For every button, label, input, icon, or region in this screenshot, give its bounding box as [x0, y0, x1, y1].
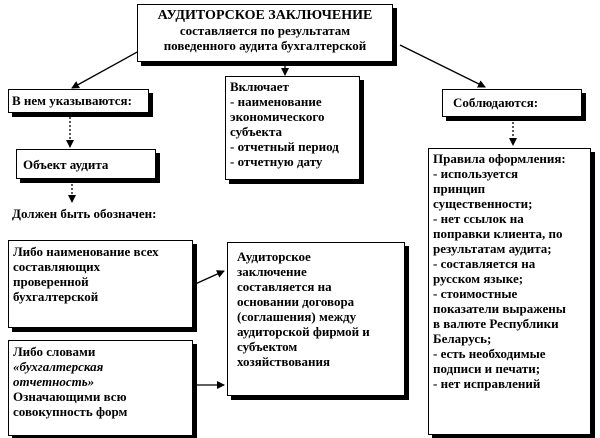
- rules-box: Правила оформления: - используется принц…: [428, 148, 591, 435]
- option-names-line: составляющих: [13, 259, 101, 274]
- option-names-box: Либо наименование всех составляющих пров…: [8, 240, 193, 328]
- rules-line: - есть необходимые: [433, 346, 546, 361]
- includes-line: - отчетный период: [230, 139, 339, 154]
- option-words-line: «бухгалтерская: [13, 359, 104, 374]
- option-names-line: бухгалтерской: [13, 289, 99, 304]
- connector-top-right: [399, 44, 486, 88]
- includes-line: экономического: [230, 109, 325, 124]
- rules-line: Беларусь;: [433, 331, 492, 346]
- option-names-line: проверенной: [13, 274, 89, 289]
- basis-line: основании договора: [237, 294, 355, 309]
- rules-line: - составляется на: [433, 256, 536, 271]
- rules-line: принцип: [433, 181, 486, 196]
- rules-line: - используется: [433, 166, 518, 181]
- includes-line: Включает: [230, 79, 289, 94]
- rules-line: - стоимостные: [433, 286, 518, 301]
- indicated-header: В нем указываются:: [12, 93, 132, 108]
- basis-line: аудиторской фирмой и: [237, 324, 370, 339]
- rules-line: поправки клиента, по: [433, 226, 563, 241]
- basis-line: (соглашения) между: [237, 309, 357, 324]
- basis-line: Аудиторское: [237, 249, 311, 264]
- basis-line: заключение: [237, 264, 307, 279]
- rules-line: подписи и печати;: [433, 361, 541, 376]
- audit-conclusion-line1: составляется по результатам: [179, 23, 351, 38]
- option-words-line: совокупность форм: [13, 404, 128, 419]
- rules-line: в валюте Республики: [433, 316, 559, 331]
- basis-line: субъектом: [237, 339, 298, 354]
- audit-conclusion-box: АУДИТОРСКОЕ ЗАКЛЮЧЕНИЕ составляется по р…: [137, 4, 393, 62]
- rules-title: Правила оформления:: [433, 151, 566, 166]
- audit-object-label: Объект аудита: [23, 157, 109, 172]
- rules-line: - нет исправлений: [433, 376, 541, 391]
- rules-line: результатам аудита;: [433, 241, 552, 256]
- option-words-line: отчетность»: [13, 374, 95, 389]
- observed-header: Соблюдаются:: [453, 95, 539, 110]
- option-words-line: Либо словами: [13, 344, 96, 359]
- connector-option1-basis: [192, 270, 225, 286]
- rules-line: показатели выражены: [433, 301, 566, 316]
- rules-line: русском языке;: [433, 271, 524, 286]
- rules-line: существенности;: [433, 196, 533, 211]
- basis-box: Аудиторское заключение составляется на о…: [227, 242, 405, 396]
- rules-line: - нет ссылок на: [433, 211, 524, 226]
- includes-line: - отчетную дату: [230, 154, 323, 169]
- observed-header-box: Соблюдаются:: [442, 89, 582, 117]
- option-words-box: Либо словами «бухгалтерская отчетность» …: [8, 340, 193, 436]
- includes-line: - наименование: [230, 94, 322, 109]
- basis-line: составляется на: [237, 279, 332, 294]
- includes-box: Включает - наименование экономического с…: [225, 76, 360, 180]
- includes-line: субъекта: [230, 124, 282, 139]
- must-be-designated-label: Должен быть обозначен:: [12, 206, 157, 221]
- option-names-line: Либо наименование всех: [13, 244, 159, 259]
- indicated-header-box: В нем указываются:: [8, 89, 149, 113]
- option-words-line: Означающими всю: [13, 389, 127, 404]
- audit-conclusion-line2: поведенного аудита бухгалтерской: [163, 38, 367, 53]
- basis-line: хозяйствования: [237, 354, 331, 369]
- audit-object-box: Объект аудита: [16, 149, 156, 179]
- audit-conclusion-title: АУДИТОРСКОЕ ЗАКЛЮЧЕНИЕ: [157, 8, 373, 23]
